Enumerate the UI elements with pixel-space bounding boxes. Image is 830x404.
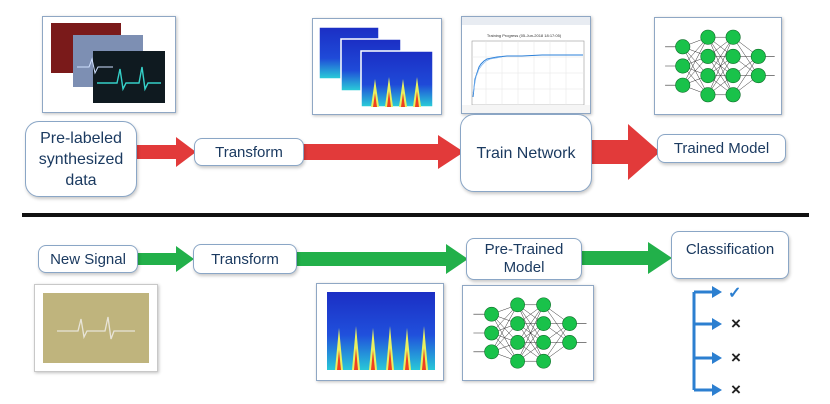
pre-trained-line-1: Pre-Trained <box>484 241 564 258</box>
network-node <box>700 87 716 103</box>
synthesized-ecg-thumbnail <box>42 16 176 113</box>
trained-model-label: Trained Model <box>673 140 770 157</box>
section-divider <box>22 213 809 217</box>
pre-labeled-data-box: Pre-labeled synthesized data <box>25 121 137 197</box>
train-network-label: Train Network <box>476 144 576 162</box>
network-node <box>700 48 716 64</box>
network-node <box>725 48 741 64</box>
network-node <box>510 316 525 331</box>
network-node <box>700 29 716 45</box>
pre-labeled-line-3: data <box>65 171 97 189</box>
network-node <box>700 68 716 84</box>
pre-labeled-line-2: synthesized <box>38 150 124 168</box>
classification-label: Classification <box>685 241 775 258</box>
bottom-arrow-2 <box>292 244 468 274</box>
network-node <box>484 325 499 341</box>
bottom-arrow-3 <box>580 242 672 274</box>
network-node <box>536 353 551 369</box>
network-node <box>725 87 741 103</box>
transform-box-bottom: Transform <box>193 244 297 274</box>
pre-trained-network-thumbnail <box>462 285 594 381</box>
pre-trained-line-2: Model <box>503 259 545 276</box>
network-node <box>675 58 691 74</box>
classification-box: Classification <box>671 231 789 279</box>
trained-network-thumbnail <box>654 17 782 115</box>
bottom-arrow-1 <box>136 246 194 272</box>
transform-box-top: Transform <box>194 138 304 166</box>
result-mark-3: × <box>731 348 741 367</box>
new-signal-label: New Signal <box>50 250 126 268</box>
network-node <box>675 39 691 55</box>
network-node <box>484 306 499 322</box>
transform-label-top: Transform <box>215 143 283 161</box>
network-node <box>750 68 766 84</box>
scalogram-thumbnail <box>316 283 444 381</box>
network-node <box>725 29 741 45</box>
top-arrow-2 <box>298 135 464 169</box>
network-node <box>562 316 577 331</box>
pre-labeled-line-1: Pre-labeled <box>40 129 122 147</box>
classification-tree <box>692 286 722 396</box>
top-arrow-3 <box>588 124 660 180</box>
top-arrow-1 <box>132 137 196 167</box>
new-signal-box: New Signal <box>38 245 138 273</box>
pre-trained-model-box: Pre-Trained Model <box>466 238 582 280</box>
trained-model-box: Trained Model <box>657 134 786 163</box>
train-network-box: Train Network <box>460 114 592 192</box>
new-signal-thumbnail <box>34 284 158 372</box>
result-mark-1: ✓ <box>728 285 742 302</box>
scalogram-stack-thumbnail <box>312 18 442 115</box>
result-mark-4: × <box>731 380 741 399</box>
network-node <box>510 353 525 369</box>
network-node <box>510 335 525 350</box>
training-progress-thumbnail: Training Progress (05-Jun-2018 18:17:05) <box>461 16 591 114</box>
network-node <box>675 77 691 93</box>
network-node <box>536 316 551 331</box>
network-node <box>536 335 551 350</box>
network-node <box>750 48 766 64</box>
network-node <box>510 297 525 313</box>
transform-label-bottom: Transform <box>211 250 279 268</box>
training-plot-title: Training Progress (05-Jun-2018 18:17:05) <box>487 33 562 38</box>
network-node <box>484 344 499 360</box>
network-node <box>536 297 551 313</box>
network-node <box>725 68 741 84</box>
result-mark-2: × <box>731 314 741 333</box>
network-node <box>562 335 577 350</box>
